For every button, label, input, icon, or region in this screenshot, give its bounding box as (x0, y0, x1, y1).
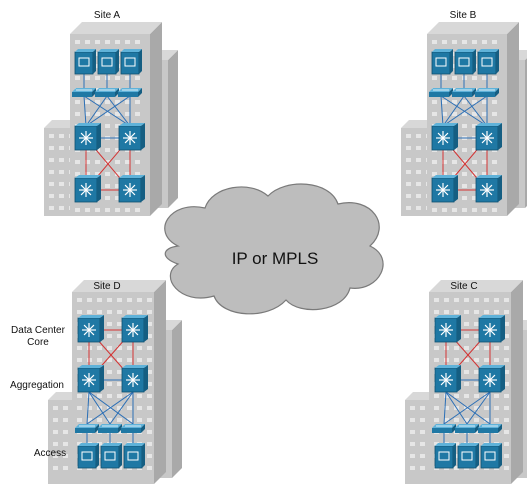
site-d-server-2 (100, 443, 122, 469)
site-c-server-2 (457, 443, 479, 469)
site-a-server-3 (120, 49, 142, 75)
site-c-core-switch-2 (478, 315, 505, 343)
site-c-access-switch-3 (478, 424, 502, 433)
site-b-access-switch-2 (452, 88, 476, 97)
site-b-server-2 (454, 49, 476, 75)
site-d-server-3 (123, 443, 145, 469)
site-b-label: Site B (449, 10, 477, 21)
site-d-access-switch-2 (98, 424, 122, 433)
site-c-server-3 (480, 443, 502, 469)
site-c (405, 280, 527, 484)
site-c-access-switch-1 (432, 424, 456, 433)
site-c-access-switch-2 (455, 424, 479, 433)
site-d-aggregation-switch-1 (77, 365, 104, 393)
wan-cloud (164, 183, 384, 315)
site-b-aggregation-switch-2 (475, 123, 502, 151)
cloud-label: IP or MPLS (231, 249, 319, 268)
site-b-access-switch-3 (475, 88, 499, 97)
site-b-server-1 (431, 49, 453, 75)
layer-label-aggregation: Aggregation (10, 380, 64, 391)
site-b (401, 22, 527, 216)
site-a-core-switch-1 (74, 175, 101, 203)
layer-label-access: Access (33, 448, 67, 459)
site-b-access-switch-1 (429, 88, 453, 97)
site-c-aggregation-switch-1 (434, 365, 461, 393)
site-d-aggregation-switch-2 (121, 365, 148, 393)
site-d-server-1 (77, 443, 99, 469)
site-d-label: Site D (93, 281, 121, 292)
site-b-server-3 (477, 49, 499, 75)
site-a-server-1 (74, 49, 96, 75)
site-c-core-switch-1 (434, 315, 461, 343)
site-b-core-switch-2 (475, 175, 502, 203)
site-d (48, 280, 182, 484)
site-c-label: Site C (450, 281, 478, 292)
site-a-access-switch-2 (95, 88, 119, 97)
site-d-access-switch-3 (121, 424, 145, 433)
site-a-aggregation-switch-2 (118, 123, 145, 151)
site-a (44, 22, 178, 216)
site-d-core-switch-2 (121, 315, 148, 343)
site-a-server-2 (97, 49, 119, 75)
site-c-server-1 (434, 443, 456, 469)
site-a-aggregation-switch-1 (74, 123, 101, 151)
site-a-access-switch-3 (118, 88, 142, 97)
site-d-access-switch-1 (75, 424, 99, 433)
site-b-aggregation-switch-1 (431, 123, 458, 151)
site-d-core-switch-1 (77, 315, 104, 343)
site-c-aggregation-switch-2 (478, 365, 505, 393)
site-a-access-switch-1 (72, 88, 96, 97)
site-b-core-switch-1 (431, 175, 458, 203)
site-a-core-switch-2 (118, 175, 145, 203)
site-a-label: Site A (93, 10, 121, 21)
